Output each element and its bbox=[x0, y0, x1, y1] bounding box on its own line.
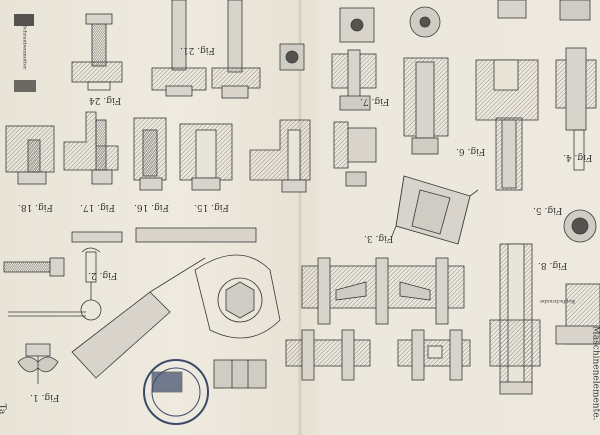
fig-8-column bbox=[489, 209, 600, 395]
tiny-caption-1: Schraubenmutter bbox=[21, 24, 28, 70]
hook-bolt bbox=[8, 231, 123, 321]
fig-2-label: Fig. 2. bbox=[88, 270, 118, 280]
section-mid-5 bbox=[249, 119, 311, 193]
fig-18-label: Fig. 18. bbox=[18, 202, 53, 212]
fig-3-skew-part bbox=[391, 175, 479, 245]
fig-4-section bbox=[497, 0, 597, 171]
fig-17-label: Fig. 17. bbox=[80, 202, 115, 212]
fig-15-section bbox=[179, 123, 233, 191]
nut-bottom-left bbox=[213, 359, 267, 389]
fig-16-label: Fig. 16. bbox=[134, 202, 169, 212]
wing-nut bbox=[17, 343, 59, 384]
library-stamp bbox=[143, 359, 209, 425]
fig-8-label: Fig. 8. bbox=[538, 260, 568, 270]
fig-24-label: Fig. 24 bbox=[89, 95, 122, 105]
fig-1-label: Fig. 1. bbox=[30, 392, 60, 402]
bolt-section-top-3 bbox=[211, 0, 261, 99]
fig-24-bolt-section bbox=[14, 13, 123, 92]
fig-5-label: Fig. 5. bbox=[533, 205, 563, 215]
fig-6-bolt-long bbox=[403, 6, 449, 155]
fig-1-bar-bolts bbox=[285, 329, 471, 381]
tiny-caption-2: Kopfschraube bbox=[540, 298, 575, 304]
fig-7-nut-set bbox=[331, 7, 377, 187]
spanner-wrench bbox=[71, 227, 281, 379]
fig-5-section bbox=[475, 59, 539, 191]
fig-2-bar-bolts bbox=[301, 257, 465, 325]
long-bolt bbox=[3, 257, 65, 277]
fig-4-label: Fig. 4. bbox=[563, 152, 593, 162]
edge-label-right: Maschinenelemente. bbox=[590, 325, 600, 421]
fig-3-label: Fig. 3. bbox=[364, 233, 394, 243]
fig-15-label: Fig. 15. bbox=[194, 202, 229, 212]
fig-16-section bbox=[133, 117, 167, 191]
fig-7-label: Fig. 7. bbox=[360, 96, 390, 106]
nut-square-top bbox=[279, 43, 305, 71]
fig-6-label: Fig. 6. bbox=[456, 146, 486, 156]
fig-18-section bbox=[5, 125, 55, 185]
fig-17-section bbox=[63, 111, 119, 185]
fig-21a-label: Fig. 21. bbox=[180, 45, 215, 55]
fig-21-bolt-section bbox=[151, 0, 207, 97]
edge-label-left: Ta bbox=[0, 403, 7, 415]
